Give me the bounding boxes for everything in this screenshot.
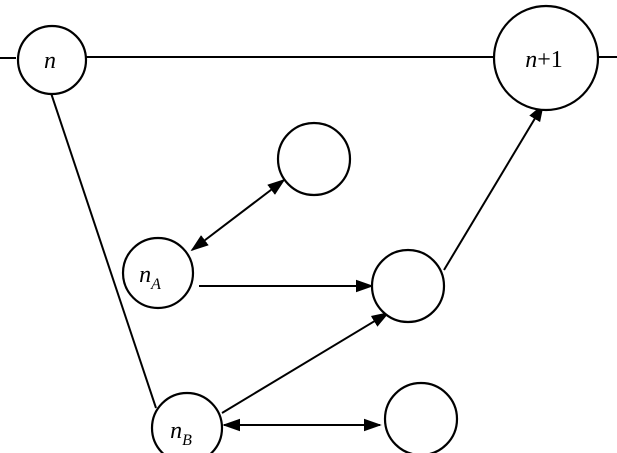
node-empty-bottom [383, 381, 459, 453]
node-empty-top [276, 121, 352, 197]
node-n-plus-1-label-rest: +1 [537, 47, 563, 73]
node-n-label: n [44, 48, 56, 74]
node-middle-empty [370, 248, 446, 324]
node-nB: nB [150, 391, 224, 453]
node-nA-label: nA [139, 262, 161, 293]
double-arrow-nA-to-empty-top [190, 178, 286, 252]
node-nB-label: nB [170, 418, 192, 449]
node-nB-label-sub: B [182, 432, 192, 449]
node-nA-label-sub: A [150, 276, 161, 293]
node-n-plus-1-label: n+1 [525, 47, 563, 73]
arrow-middle-node-to-n-plus-1 [443, 103, 544, 271]
node-nA: nA [121, 236, 195, 310]
arrow-nB-to-middle-node [221, 312, 390, 414]
node-n-plus-1-label-var: n [525, 47, 537, 73]
node-nB-label-main: n [170, 418, 182, 444]
node-nA-label-main: n [139, 262, 151, 288]
node-n: n [16, 24, 88, 96]
node-n-plus-1: n+1 [492, 4, 600, 112]
edge-n-to-nB [49, 89, 157, 409]
